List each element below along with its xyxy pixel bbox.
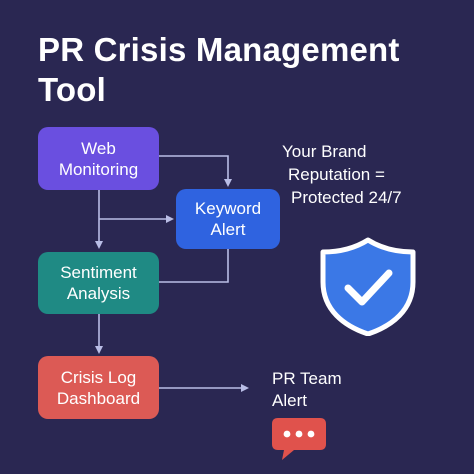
pr-team-alert-label: PR Team Alert	[272, 368, 392, 412]
reputation-line-1: Your Brand	[282, 142, 367, 161]
reputation-statement: Your Brand Reputation = Protected 24/7	[282, 140, 462, 209]
node-keyword-alert: Keyword Alert	[176, 189, 280, 249]
reputation-line-2: Reputation =	[288, 165, 385, 184]
pr-alert-line-1: PR Team	[272, 369, 342, 388]
chat-bubble-icon	[272, 418, 326, 460]
connector-keyword-to-sentiment	[159, 249, 229, 283]
reputation-line-3: Protected 24/7	[291, 188, 402, 207]
page-title: PR Crisis Management Tool	[38, 31, 400, 108]
node-sentiment-analysis: Sentiment Analysis	[38, 252, 159, 314]
shield-check-icon	[320, 237, 416, 336]
node-web-monitoring: Web Monitoring	[38, 127, 159, 190]
connector-web-to-keyword	[159, 155, 232, 187]
node-crisis-log-dashboard: Crisis Log Dashboard	[38, 356, 159, 419]
pr-alert-line-2: Alert	[272, 391, 307, 410]
